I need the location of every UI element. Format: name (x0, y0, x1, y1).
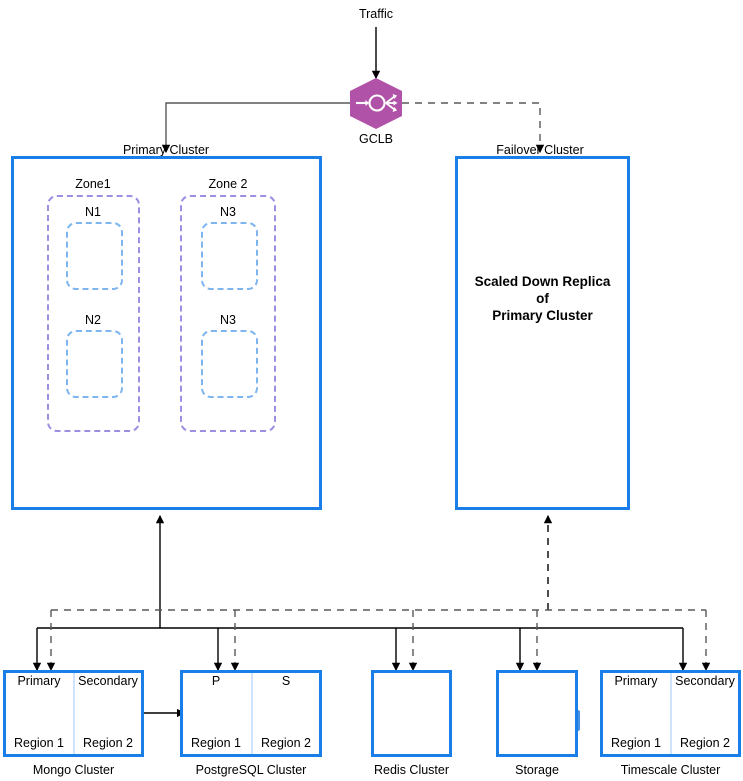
node-box-n3-a[interactable] (201, 222, 258, 290)
failover-cluster-label: Failover Cluster (496, 143, 584, 157)
zone1-box[interactable] (47, 195, 140, 432)
mongo-cluster-box[interactable] (3, 670, 144, 757)
storage-caption: Storage (515, 763, 559, 777)
postgres-primary-role: P (211, 674, 221, 688)
postgres-secondary-role: S (281, 674, 291, 688)
node-label-n2: N2 (85, 313, 101, 327)
node-label-n3-a: N3 (220, 205, 236, 219)
postgres-primary-region: Region 1 (190, 736, 242, 750)
timescale-primary-region: Region 1 (610, 736, 662, 750)
postgresql-cluster-caption: PostgreSQL Cluster (195, 763, 307, 777)
primary-cluster-label: Primary Cluster (122, 143, 210, 157)
mongo-secondary-role: Secondary (78, 674, 138, 688)
zone2-box[interactable] (180, 195, 276, 432)
load-balancer-icon (350, 78, 402, 129)
node-box-n1[interactable] (66, 222, 123, 290)
timescale-cluster-box[interactable] (600, 670, 741, 757)
failover-cluster-box[interactable] (455, 156, 630, 510)
timescale-primary-role: Primary (614, 674, 658, 688)
mongo-primary-role: Primary (17, 674, 61, 688)
node-box-n2[interactable] (66, 330, 123, 398)
mongo-region-divider (73, 673, 75, 754)
postgres-region-divider (251, 673, 253, 754)
timescale-cluster-caption: Timescale Cluster (620, 763, 721, 777)
failover-body-line2: of (536, 291, 549, 306)
gclb-label: GCLB (358, 132, 394, 146)
storage-box[interactable] (496, 670, 578, 757)
timescale-secondary-role: Secondary (675, 674, 735, 688)
redis-cluster-caption: Redis Cluster (373, 763, 450, 777)
postgres-secondary-region: Region 2 (260, 736, 312, 750)
zone1-label: Zone1 (75, 177, 111, 191)
mongo-cluster-caption: Mongo Cluster (32, 763, 115, 777)
primary-datastore-bus (32, 627, 688, 672)
postgresql-cluster-box[interactable] (180, 670, 322, 757)
node-label-n1: N1 (85, 205, 101, 219)
failover-body-line3: Primary Cluster (492, 308, 593, 323)
timescale-secondary-region: Region 2 (679, 736, 731, 750)
node-box-n3-b[interactable] (201, 330, 258, 398)
zone2-label: Zone 2 (208, 177, 248, 191)
mongo-secondary-region: Region 2 (82, 736, 134, 750)
failover-body-line1: Scaled Down Replica (474, 274, 611, 289)
redis-cluster-box[interactable] (371, 670, 452, 757)
timescale-region-divider (670, 673, 672, 754)
node-label-n3-b: N3 (220, 313, 236, 327)
failover-datastore-bus (46, 609, 711, 672)
traffic-label: Traffic (358, 7, 394, 21)
primary-cluster-box[interactable] (11, 156, 322, 510)
mongo-primary-region: Region 1 (13, 736, 65, 750)
